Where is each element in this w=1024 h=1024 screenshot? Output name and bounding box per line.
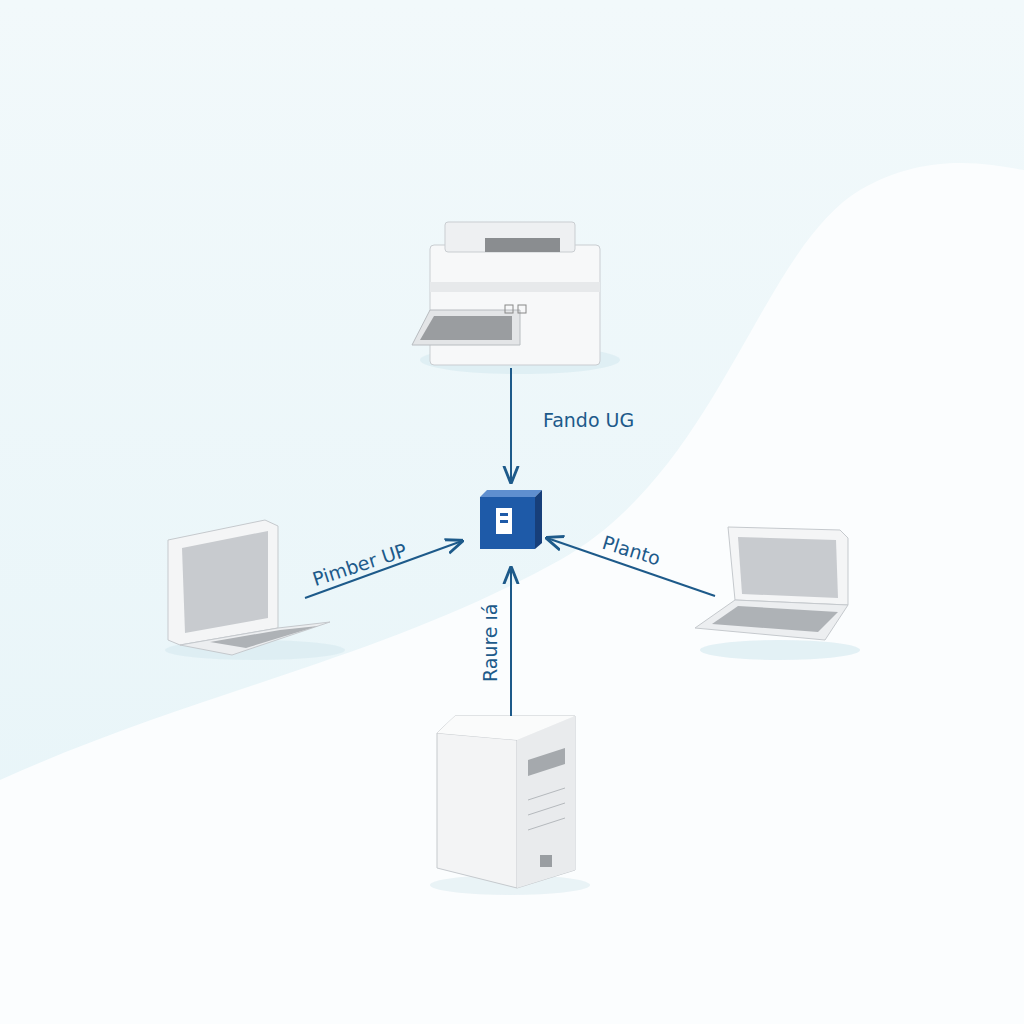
laptop-icon: [695, 527, 860, 660]
laptop-icon: [165, 520, 345, 660]
edge-label: Fando UG: [543, 410, 634, 431]
connector-lines: [305, 368, 715, 716]
server-icon: [430, 716, 590, 895]
printer-icon: [412, 222, 620, 374]
white-wave: [0, 163, 1024, 1024]
edge-label: Raure ıá: [480, 603, 501, 682]
hub-cube: [480, 490, 542, 549]
